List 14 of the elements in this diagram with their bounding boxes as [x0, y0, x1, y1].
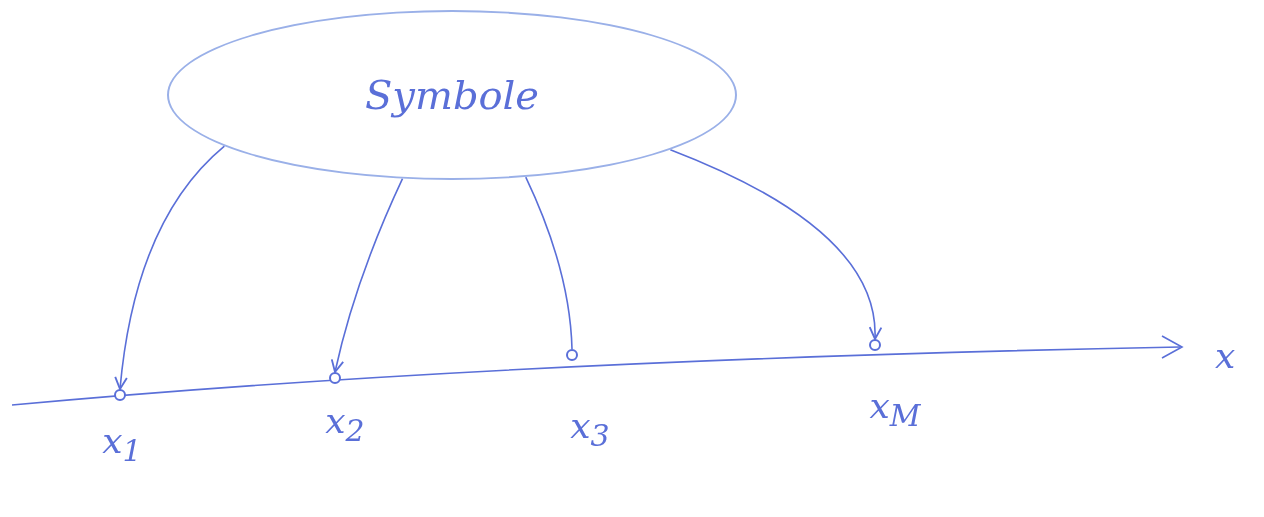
point-label: x$_{M}$	[869, 385, 921, 434]
point-marker	[566, 349, 578, 361]
arrow	[669, 148, 882, 340]
point-marker	[329, 372, 341, 384]
node-label: Symbole	[364, 72, 540, 118]
arrow	[331, 177, 404, 373]
point-marker	[114, 389, 126, 401]
point-label: x$_{3}$	[570, 405, 610, 454]
axis-label: x	[1215, 335, 1236, 376]
ellipse-node	[167, 10, 737, 180]
arrow	[114, 145, 226, 390]
point-label: x$_{1}$	[102, 420, 142, 469]
point-marker	[869, 339, 881, 351]
point-label: x$_{2}$	[325, 400, 365, 449]
